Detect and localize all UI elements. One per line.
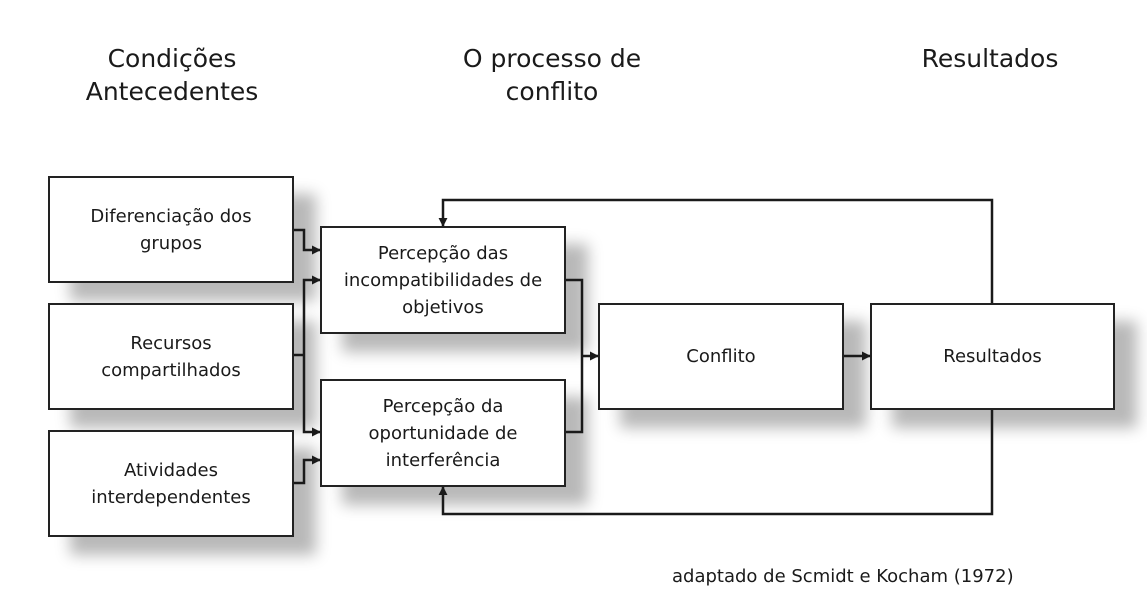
feedback-arrow-results-to-interference-perception: [438, 410, 994, 516]
box-conflict: Conflito: [598, 303, 844, 410]
box-group-differentiation: Diferenciação dos grupos: [48, 176, 294, 283]
box-shared-resources-label: Recursos compartilhados: [101, 332, 241, 381]
box-interdependent-activities-label: Atividades interdependentes: [91, 459, 251, 508]
arrow-activities-to-interference-perception: [294, 455, 321, 485]
box-goal-incompatibility-perception-label: Percepção das incompatibilidades de obje…: [343, 242, 543, 318]
line-goal-perception-to-junction: [566, 278, 584, 434]
feedback-arrow-results-to-goal-perception: [438, 198, 994, 303]
box-interference-opportunity-perception: Percepção da oportunidade de interferênc…: [320, 379, 566, 487]
heading-antecedent-conditions: Condições Antecedentes: [85, 44, 259, 106]
box-results-label: Resultados: [943, 346, 1042, 367]
box-interdependent-activities: Atividades interdependentes: [48, 430, 294, 537]
arrow-differentiation-to-goal-perception: [294, 228, 321, 255]
heading-results: Resultados: [921, 44, 1059, 73]
box-conflict-label: Conflito: [686, 346, 756, 367]
source-caption: adaptado de Scmidt e Kocham (1972): [672, 566, 1014, 587]
arrow-resources-to-interference-perception: [302, 355, 321, 437]
box-goal-incompatibility-perception: Percepção das incompatibilidades de obje…: [320, 226, 566, 334]
box-interference-opportunity-perception-label: Percepção da oportunidade de interferênc…: [368, 395, 518, 471]
box-group-differentiation-label: Diferenciação dos grupos: [90, 205, 252, 254]
heading-conflict-process: O processo de conflito: [462, 44, 642, 106]
arrow-resources-to-goal-perception: [302, 275, 321, 355]
box-shared-resources: Recursos compartilhados: [48, 303, 294, 410]
box-results: Resultados: [870, 303, 1115, 410]
